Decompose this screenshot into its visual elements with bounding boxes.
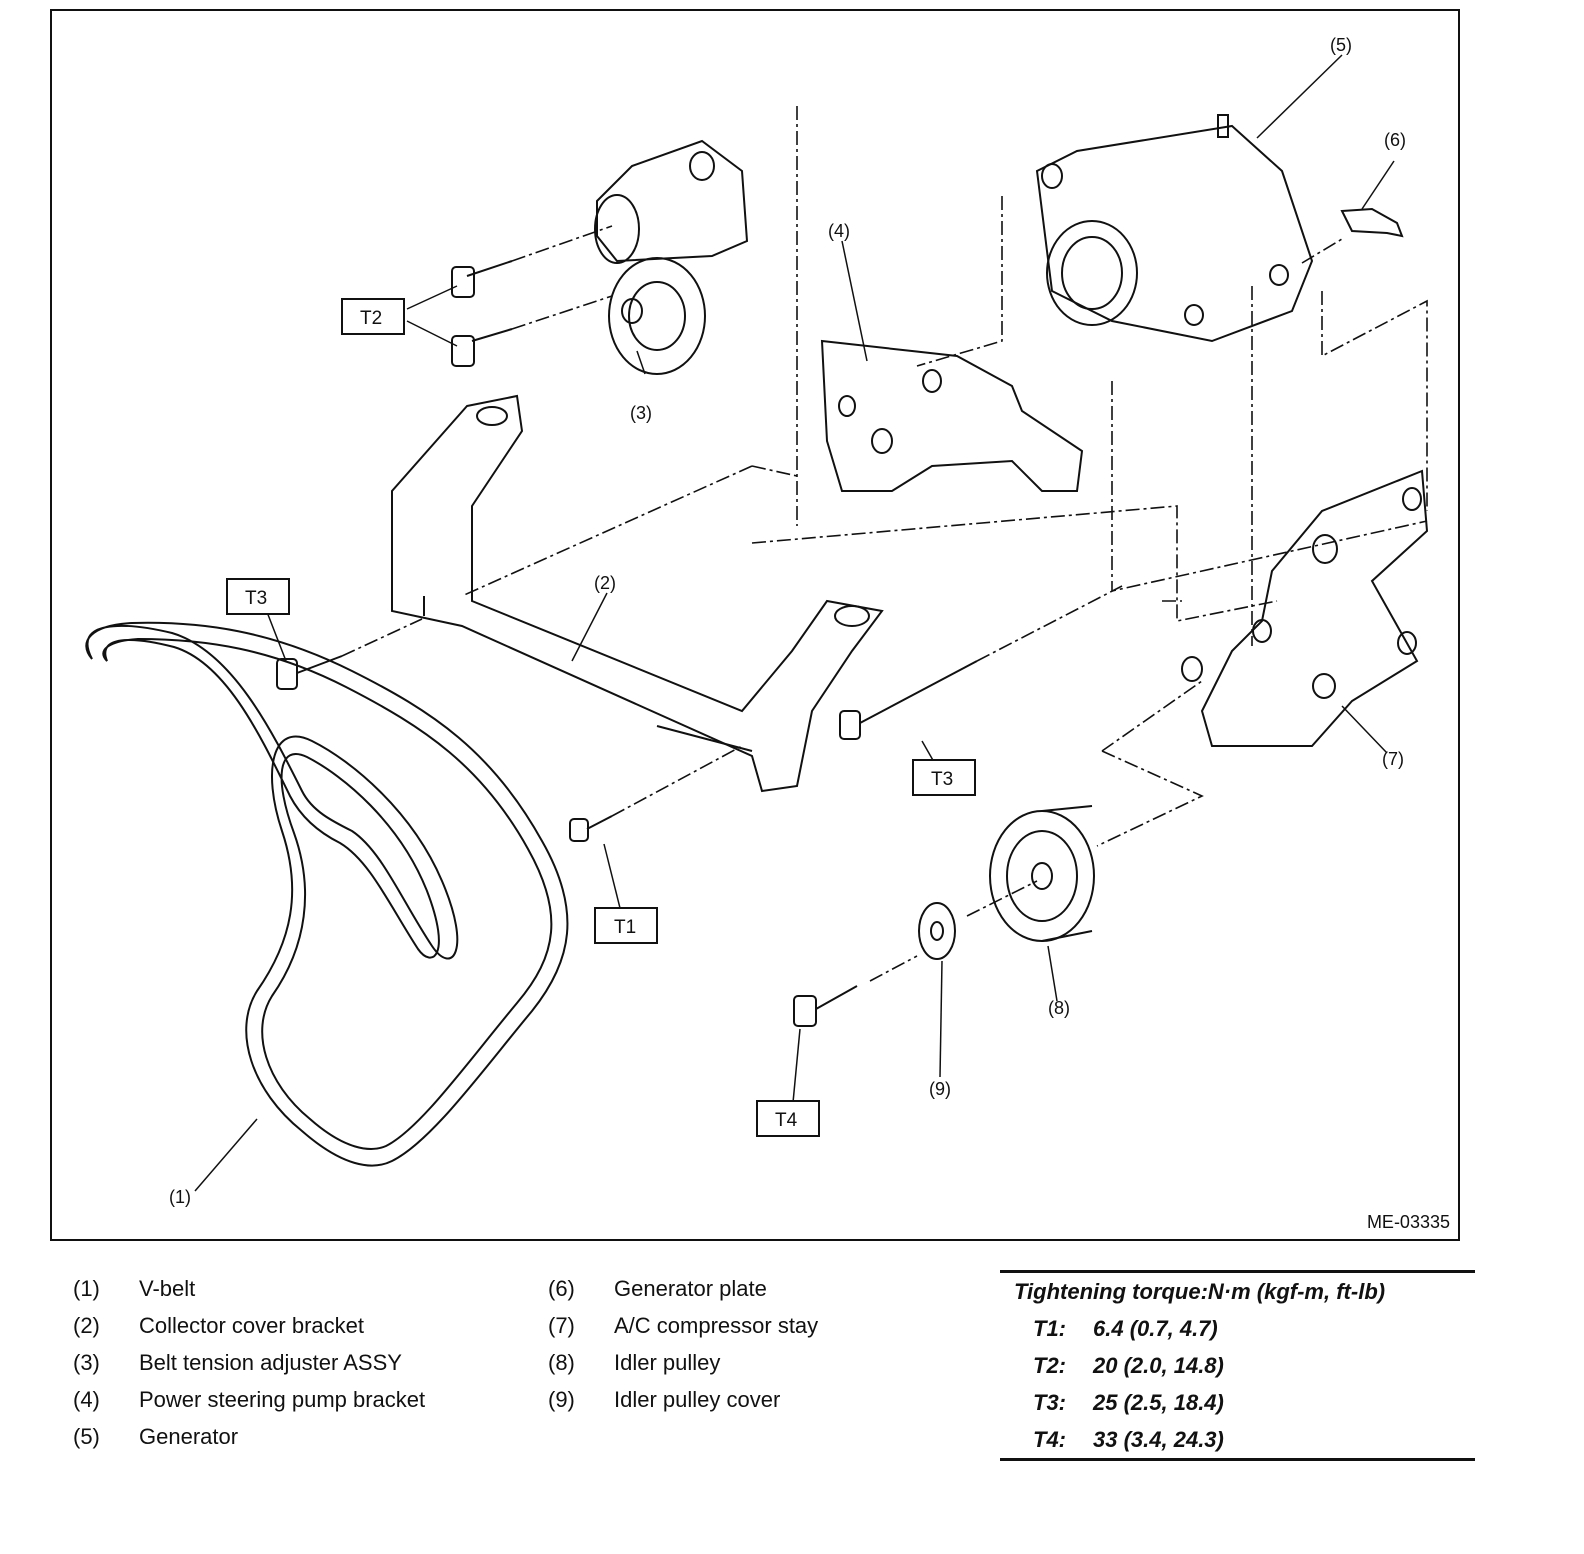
part-name: Idler pulley <box>614 1350 721 1375</box>
power-steering-pump-bracket-shape <box>820 339 1084 492</box>
torque-table: Tightening torque:N·m (kgf-m, ft-lb) T1:… <box>1000 1270 1475 1461</box>
part-number: (3) <box>73 1350 100 1375</box>
part-name: Idler pulley cover <box>614 1387 781 1412</box>
callout-9: (9) <box>929 1079 951 1099</box>
torque-key: T3: <box>1033 1390 1066 1415</box>
part-row: (9) Idler pulley cover <box>548 1381 818 1418</box>
part-name: Generator plate <box>614 1276 767 1301</box>
part-row: (7) A/C compressor stay <box>548 1307 818 1344</box>
belt-tension-adjuster-shape <box>451 139 749 375</box>
bolt-t3-long <box>839 710 861 740</box>
part-number: (4) <box>73 1387 100 1412</box>
diagram-drawing: (5) (6) (4) (3) (2) (7) (8) (9) (1) T2 T… <box>85 35 1429 1207</box>
bolt-t3-left <box>276 658 298 690</box>
torque-box-t3-right: T3 <box>931 769 953 790</box>
torque-value: 25 (2.5, 18.4) <box>1093 1390 1224 1415</box>
callout-7: (7) <box>1382 749 1404 769</box>
callout-4: (4) <box>828 221 850 241</box>
parts-list-right: (6) Generator plate (7) A/C compressor sta… <box>548 1270 818 1418</box>
torque-box-t2: T2 <box>360 308 382 329</box>
torque-row: T4: 33 (3.4, 24.3) <box>1000 1421 1475 1458</box>
part-name: Belt tension adjuster ASSY <box>139 1350 402 1375</box>
part-name: Generator <box>139 1424 239 1449</box>
part-row: (2) Collector cover bracket <box>73 1307 425 1344</box>
part-name: A/C compressor stay <box>614 1313 819 1338</box>
torque-box-t4: T4 <box>775 1110 798 1131</box>
callout-5: (5) <box>1330 35 1352 55</box>
callout-3: (3) <box>630 403 652 423</box>
torque-box-t3-left: T3 <box>245 588 267 609</box>
bolt-t4 <box>793 995 817 1027</box>
torque-value: 33 (3.4, 24.3) <box>1093 1427 1224 1452</box>
bolt-t1 <box>569 818 589 842</box>
parts-list-left: (1) V-belt (2) Collector cover bracket (3)… <box>73 1270 425 1455</box>
part-row: (8) Idler pulley <box>548 1344 818 1381</box>
part-name: Collector cover bracket <box>139 1313 364 1338</box>
torque-value: 6.4 (0.7, 4.7) <box>1093 1316 1218 1341</box>
torque-row: T1: 6.4 (0.7, 4.7) <box>1000 1310 1475 1347</box>
generator-plate-shape <box>1340 207 1404 238</box>
torque-value: 20 (2.0, 14.8) <box>1093 1353 1224 1378</box>
part-row: (4) Power steering pump bracket <box>73 1381 425 1418</box>
torque-key: T4: <box>1033 1427 1066 1452</box>
torque-key: T1: <box>1033 1316 1066 1341</box>
part-number: (2) <box>73 1313 100 1338</box>
collector-cover-bracket-shape <box>391 394 884 793</box>
v-belt-shape <box>85 621 569 1167</box>
part-name: Power steering pump bracket <box>139 1387 426 1412</box>
ac-compressor-stay-shape <box>1181 469 1429 747</box>
part-number: (9) <box>548 1387 575 1412</box>
callout-8: (8) <box>1048 998 1070 1018</box>
part-number: (5) <box>73 1424 100 1449</box>
part-row: (5) Generator <box>73 1418 425 1455</box>
part-row: (6) Generator plate <box>548 1270 818 1307</box>
part-number: (8) <box>548 1350 575 1375</box>
figure-id: ME-03335 <box>1366 1212 1450 1232</box>
idler-pulley-cover-shape <box>918 902 956 960</box>
part-row: (3) Belt tension adjuster ASSY <box>73 1344 425 1381</box>
generator-shape <box>1035 114 1314 343</box>
torque-row: T2: 20 (2.0, 14.8) <box>1000 1347 1475 1384</box>
torque-row: T3: 25 (2.5, 18.4) <box>1000 1384 1475 1421</box>
part-number: (1) <box>73 1276 100 1301</box>
callout-6: (6) <box>1384 130 1406 150</box>
torque-box-t1: T1 <box>614 917 636 938</box>
part-number: (7) <box>548 1313 575 1338</box>
part-row: (1) V-belt <box>73 1270 425 1307</box>
torque-table-title: Tightening torque:N·m (kgf-m, ft-lb) <box>1014 1279 1386 1304</box>
torque-key: T2: <box>1033 1353 1066 1378</box>
exploded-diagram: (5) (6) (4) (3) (2) (7) (8) (9) (1) T2 T… <box>50 9 1460 1241</box>
callout-1: (1) <box>169 1187 191 1207</box>
part-number: (6) <box>548 1276 575 1301</box>
idler-pulley-shape <box>989 805 1095 942</box>
callout-2: (2) <box>594 573 616 593</box>
part-name: V-belt <box>139 1276 196 1301</box>
